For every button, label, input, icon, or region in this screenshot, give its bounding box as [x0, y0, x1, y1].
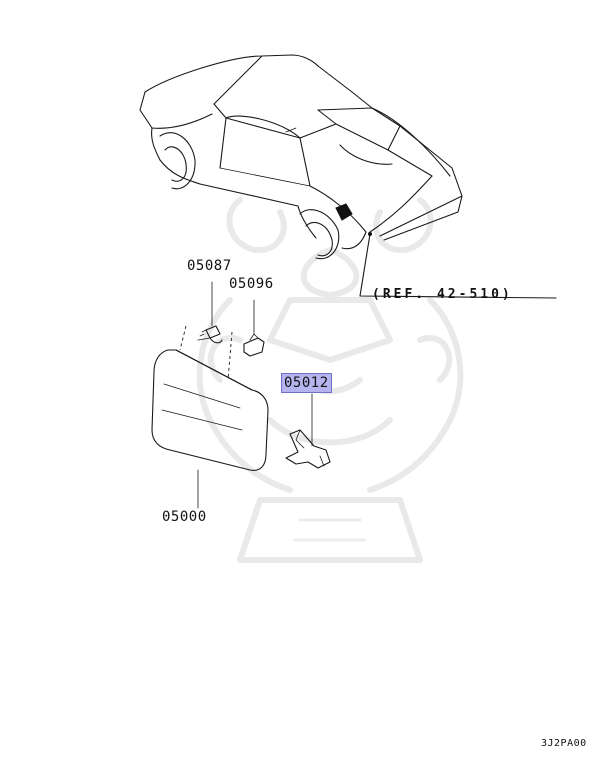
spring-05012	[285, 393, 331, 469]
diagram-code: 3J2PA00	[541, 738, 587, 749]
part-label-05096[interactable]: 05096	[229, 276, 274, 292]
reference-label[interactable]: (REF. 42-510)	[372, 287, 513, 302]
part-label-05087[interactable]: 05087	[187, 258, 232, 274]
part-label-05000[interactable]: 05000	[162, 509, 207, 525]
car-illustration	[139, 54, 557, 299]
clip-05096	[243, 299, 265, 357]
assembly-dashed-lines	[179, 325, 233, 381]
fuel-lid-05000	[151, 349, 269, 509]
bolt-05087	[197, 281, 223, 344]
part-label-05012[interactable]: 05012	[281, 373, 332, 393]
